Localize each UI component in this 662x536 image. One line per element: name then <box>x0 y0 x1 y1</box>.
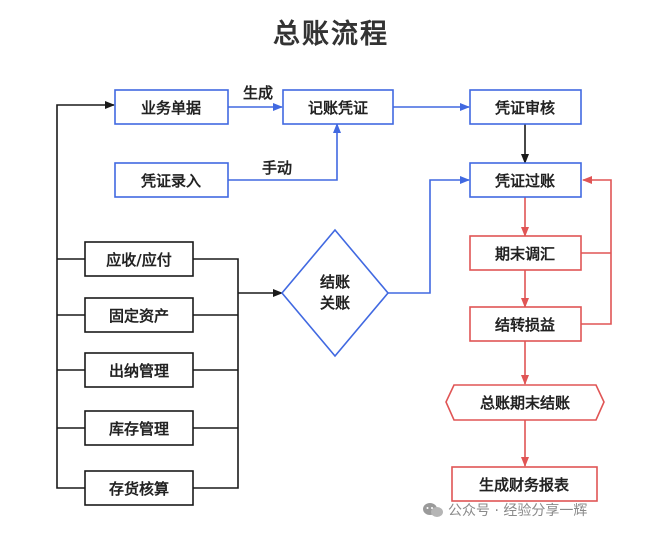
svg-text:业务单据: 业务单据 <box>141 99 201 117</box>
svg-text:期末调汇: 期末调汇 <box>495 245 555 263</box>
svg-text:库存管理: 库存管理 <box>109 420 169 438</box>
svg-text:出纳管理: 出纳管理 <box>109 362 169 380</box>
wechat-icon <box>423 503 443 517</box>
svg-text:生成财务报表: 生成财务报表 <box>479 476 570 494</box>
svg-text:存货核算: 存货核算 <box>109 480 169 498</box>
svg-text:凭证过账: 凭证过账 <box>494 172 555 190</box>
node-fixed-assets: 固定资产 <box>84 297 194 333</box>
watermark: 公众号 · 经验分享一辉 <box>422 500 587 520</box>
connector-transfer-feedback <box>581 176 612 325</box>
svg-text:记账凭证: 记账凭证 <box>308 99 368 117</box>
node-closing-diamond: 结账 关账 <box>280 228 390 358</box>
node-cash-management: 出纳管理 <box>84 352 194 388</box>
svg-text:关账: 关账 <box>320 294 350 312</box>
node-inventory-management: 库存管理 <box>84 410 194 446</box>
svg-text:凭证录入: 凭证录入 <box>140 172 201 190</box>
connector-voucher-entry-to-voucher <box>228 123 341 181</box>
node-stock-accounting: 存货核算 <box>84 470 194 506</box>
node-period-end-adjustment: 期末调汇 <box>469 235 582 271</box>
svg-text:结转损益: 结转损益 <box>495 316 555 334</box>
watermark-text: 公众号 · 经验分享一辉 <box>448 503 588 519</box>
connector-right-bracket <box>193 258 239 489</box>
svg-text:凭证审核: 凭证审核 <box>494 99 555 117</box>
node-voucher-entry: 凭证录入 <box>114 162 229 198</box>
connector-closing-to-posting <box>388 176 470 294</box>
svg-text:应收/应付: 应收/应付 <box>106 251 171 269</box>
node-bookkeeping-voucher: 记账凭证 <box>282 89 394 125</box>
diagram-title: 总账流程 <box>273 19 389 50</box>
node-voucher-review: 凭证审核 <box>469 89 582 125</box>
edge-label-generate: 生成 <box>243 84 273 102</box>
svg-text:结账: 结账 <box>320 273 350 291</box>
svg-text:固定资产: 固定资产 <box>109 307 169 325</box>
node-receivable-payable: 应收/应付 <box>84 241 194 277</box>
svg-text:总账期末结账: 总账期末结账 <box>480 394 570 412</box>
node-financial-reports: 生成财务报表 <box>451 466 598 502</box>
node-transfer-pnl: 结转损益 <box>469 306 582 342</box>
connector-left-loop-to-business-docs <box>56 101 115 489</box>
node-business-docs: 业务单据 <box>114 89 229 125</box>
node-gl-period-close: 总账期末结账 <box>445 384 605 421</box>
edge-label-manual: 手动 <box>262 159 292 177</box>
node-voucher-posting: 凭证过账 <box>469 162 582 198</box>
